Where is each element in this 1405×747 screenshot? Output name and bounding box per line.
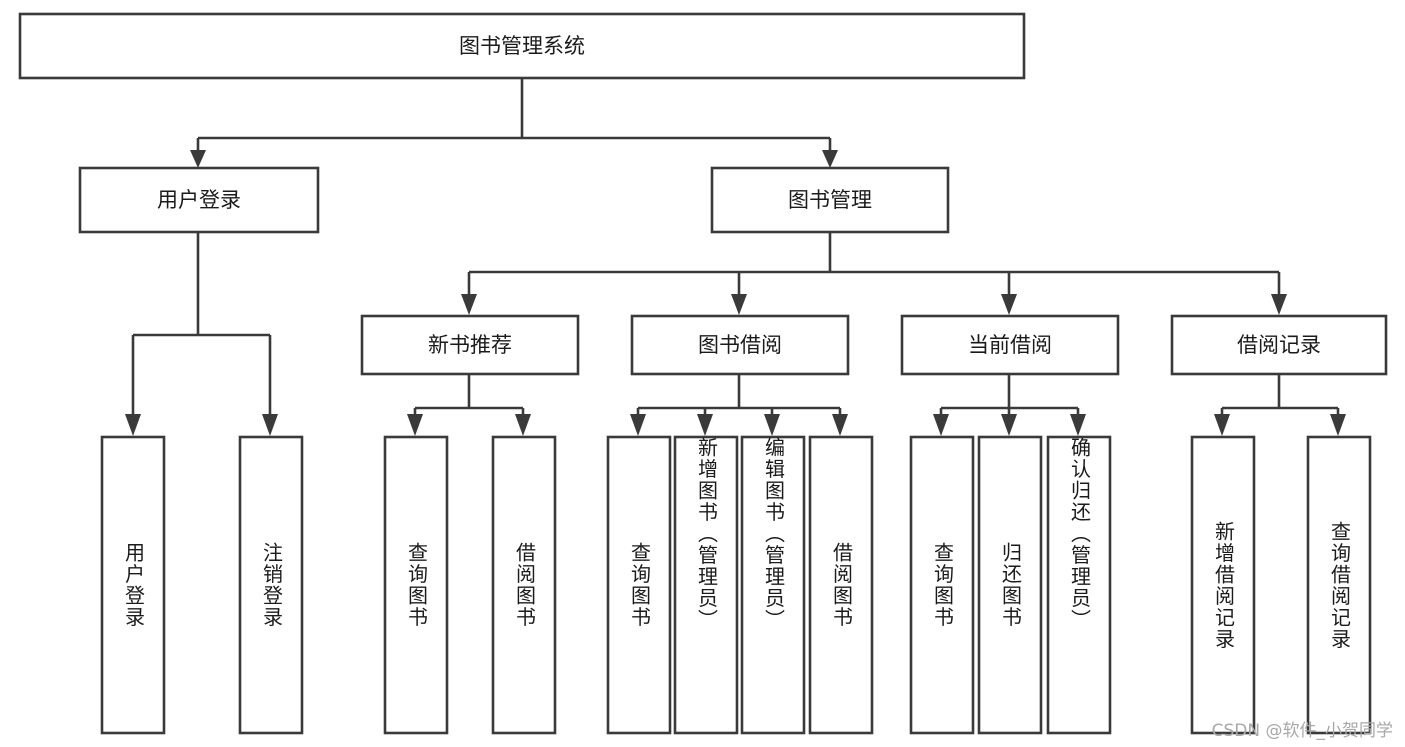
- leaf-box-query-book-3[interactable]: [909, 435, 975, 735]
- connector-borrowrecord-to-leaves: [1214, 375, 1346, 436]
- arrow-head-icon: [1070, 414, 1086, 436]
- leaf-box-return-book[interactable]: [977, 435, 1043, 735]
- leaf-box-query-book-1[interactable]: [383, 435, 449, 735]
- connector-bookborrow-to-leaves: [630, 375, 848, 436]
- leaf-box-borrow-book-1[interactable]: [491, 435, 557, 735]
- arrow-head-icon: [1330, 414, 1346, 436]
- watermark-text: CSDN @软件_小贺同学: [1211, 721, 1393, 741]
- connector-currentborrow-to-leaves: [933, 375, 1086, 436]
- leaf-box-add-book[interactable]: [673, 435, 739, 735]
- leaf-box-confirm-return[interactable]: [1046, 435, 1112, 735]
- leaf-box-edit-book[interactable]: [740, 435, 806, 735]
- node-book-management-label: 图书管理: [788, 188, 872, 212]
- node-borrow-record-label: 借阅记录: [1237, 333, 1321, 357]
- node-root-label: 图书管理系统: [459, 34, 585, 58]
- connector-root-to-level2: [190, 78, 838, 168]
- node-borrow-record[interactable]: 借阅记录: [1170, 314, 1388, 376]
- arrow-head-icon: [125, 414, 141, 436]
- arrow-head-icon: [1214, 414, 1230, 436]
- leaf-box-query-book-2[interactable]: [606, 435, 672, 735]
- connector-newbook-to-leaves: [407, 375, 531, 436]
- arrow-head-icon: [1271, 294, 1287, 315]
- arrow-head-icon: [822, 150, 838, 168]
- arrow-head-icon: [630, 414, 646, 436]
- leaf-box-borrow-book-2[interactable]: [808, 435, 874, 735]
- arrow-head-icon: [764, 414, 780, 436]
- node-book-borrow[interactable]: 图书借阅: [630, 314, 850, 376]
- arrow-head-icon: [461, 294, 477, 315]
- connector-bookmgmt-to-level3: [461, 232, 1287, 315]
- leaf-box-user-login[interactable]: [100, 435, 166, 735]
- node-book-borrow-label: 图书借阅: [698, 333, 782, 357]
- arrow-head-icon: [190, 150, 206, 168]
- arrow-head-icon: [515, 414, 531, 436]
- arrow-head-icon: [407, 414, 423, 436]
- arrow-head-icon: [933, 414, 949, 436]
- arrow-head-icon: [697, 414, 713, 436]
- node-user-login-label: 用户登录: [157, 188, 241, 212]
- connector-userlogin-to-leaves: [125, 232, 278, 436]
- node-new-book-recommend[interactable]: 新书推荐: [360, 314, 580, 376]
- arrow-head-icon: [731, 294, 747, 315]
- node-user-login[interactable]: 用户登录: [78, 166, 320, 234]
- node-new-book-recommend-label: 新书推荐: [428, 333, 512, 357]
- node-current-borrow[interactable]: 当前借阅: [900, 314, 1120, 376]
- leaf-box-add-borrow-record[interactable]: [1190, 435, 1256, 735]
- arrow-head-icon: [1001, 294, 1017, 315]
- leaf-box-query-borrow-record[interactable]: [1306, 435, 1372, 735]
- node-current-borrow-label: 当前借阅: [968, 333, 1052, 357]
- node-root[interactable]: 图书管理系统: [18, 12, 1026, 80]
- leaf-box-logout[interactable]: [238, 435, 304, 735]
- arrow-head-icon: [262, 414, 278, 436]
- arrow-head-icon: [1001, 414, 1017, 436]
- arrow-head-icon: [832, 414, 848, 436]
- node-book-management[interactable]: 图书管理: [710, 166, 950, 234]
